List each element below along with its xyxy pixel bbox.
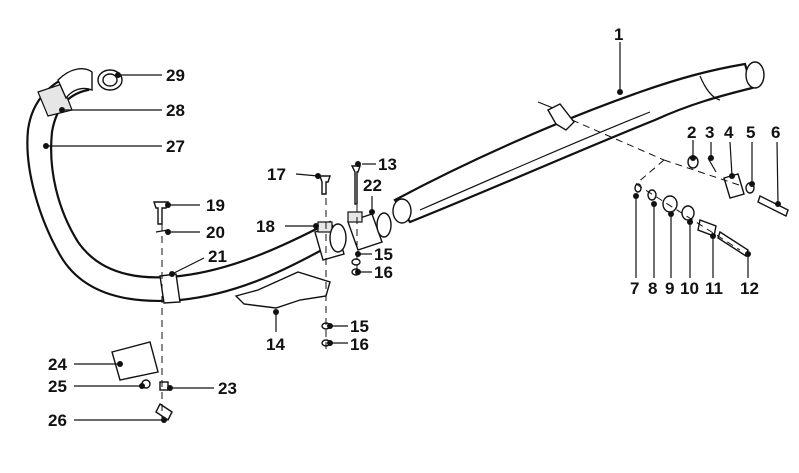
label-21: 21 <box>208 247 227 266</box>
label-2: 2 <box>687 123 696 142</box>
label-13: 13 <box>378 155 397 174</box>
leader-lines <box>44 42 779 421</box>
label-19: 19 <box>206 196 225 215</box>
label-15a: 15 <box>374 245 393 264</box>
label-17: 17 <box>267 165 286 184</box>
label-6: 6 <box>771 123 780 142</box>
label-12: 12 <box>740 279 759 298</box>
label-1: 1 <box>614 25 623 44</box>
label-26: 26 <box>48 411 67 430</box>
label-27: 27 <box>166 137 185 156</box>
label-23: 23 <box>218 379 237 398</box>
part-labels: 1 2 3 4 5 6 7 8 9 10 11 12 13 14 15 16 1… <box>48 25 780 430</box>
label-28: 28 <box>166 101 185 120</box>
label-4: 4 <box>724 123 734 142</box>
label-3: 3 <box>705 123 714 142</box>
label-15b: 15 <box>350 317 369 336</box>
muffler <box>392 61 765 224</box>
label-16a: 16 <box>374 263 393 282</box>
gasket-ring-inner <box>102 73 118 87</box>
label-29: 29 <box>166 66 185 85</box>
assembly-lines <box>161 119 743 420</box>
label-10: 10 <box>680 279 699 298</box>
label-24: 24 <box>48 355 67 374</box>
label-dots <box>43 72 781 423</box>
label-18: 18 <box>256 217 275 236</box>
label-11: 11 <box>705 279 723 298</box>
label-5: 5 <box>746 123 755 142</box>
label-8: 8 <box>648 279 657 298</box>
label-20: 20 <box>206 223 225 242</box>
right-hardware <box>634 155 789 258</box>
label-16b: 16 <box>350 335 369 354</box>
label-7: 7 <box>630 279 639 298</box>
label-14: 14 <box>266 335 285 354</box>
lower-bracket <box>111 341 159 381</box>
label-22: 22 <box>363 176 382 195</box>
clamp-assembly <box>314 211 392 261</box>
label-25: 25 <box>48 377 67 396</box>
label-9: 9 <box>665 279 674 298</box>
